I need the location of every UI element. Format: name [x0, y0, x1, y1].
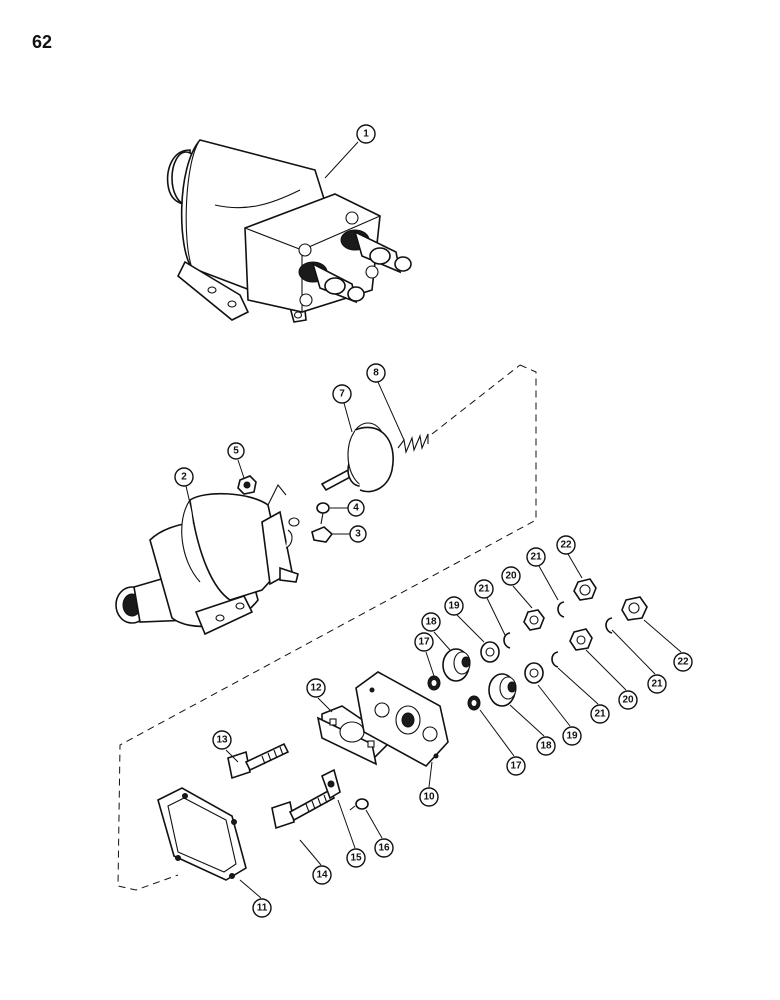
callout-label: 21	[530, 552, 542, 563]
solenoid-body-illustration	[115, 483, 299, 636]
callout-label: 20	[622, 695, 634, 706]
terminal-15-illustration	[321, 768, 341, 800]
callout-7: 7	[332, 384, 352, 404]
callout-5: 5	[227, 442, 245, 460]
callout-18b: 18	[536, 736, 556, 756]
insulator-10-illustration	[355, 671, 449, 768]
callout-label: 15	[350, 853, 362, 864]
callout-label: 22	[560, 540, 572, 551]
callout-21d: 21	[647, 674, 667, 694]
callout-label: 12	[310, 683, 322, 694]
callout-17a: 17	[414, 632, 434, 652]
callout-8: 8	[366, 363, 386, 383]
clip-3-illustration	[311, 526, 334, 543]
callout-19b: 19	[562, 726, 582, 746]
callout-label: 3	[355, 529, 361, 540]
callout-17b: 17	[506, 756, 526, 776]
callout-label: 7	[339, 389, 345, 400]
callout-label: 8	[373, 368, 379, 379]
nut-5-illustration	[237, 475, 257, 495]
callout-3: 3	[349, 525, 367, 543]
callout-21a: 21	[474, 579, 494, 599]
spring-8-illustration	[397, 433, 429, 454]
callout-label: 19	[448, 601, 460, 612]
callout-label: 13	[216, 735, 228, 746]
callout-label: 5	[233, 446, 239, 457]
bolt-14-illustration	[271, 788, 336, 830]
callout-22a: 22	[556, 535, 576, 555]
callout-label: 21	[594, 709, 606, 720]
callout-label: 4	[353, 503, 359, 514]
callout-21b: 21	[526, 547, 546, 567]
plate-12-illustration	[316, 705, 394, 766]
callout-4: 4	[347, 499, 365, 517]
page-number: 62	[32, 32, 53, 52]
callout-12: 12	[306, 678, 326, 698]
callout-14: 14	[312, 865, 332, 885]
callout-22b: 22	[673, 652, 693, 672]
callout-label: 16	[378, 843, 390, 854]
callout-label: 21	[651, 679, 663, 690]
spring-leader-dash	[431, 364, 521, 435]
callout-label: 2	[181, 472, 187, 483]
callout-16: 16	[374, 838, 394, 858]
callout-label: 18	[540, 741, 552, 752]
callout-13: 13	[212, 730, 232, 750]
callout-11: 11	[252, 898, 272, 918]
callout-label: 10	[423, 792, 435, 803]
callout-label: 22	[677, 657, 689, 668]
leader-lines	[185, 141, 682, 899]
callout-2: 2	[174, 467, 194, 487]
small-terminal-illustration	[288, 517, 300, 527]
exploded-group-outline	[117, 364, 537, 891]
callout-20a: 20	[501, 566, 521, 586]
screw-16-illustration	[349, 798, 369, 811]
callout-21c: 21	[590, 704, 610, 724]
callout-label: 21	[478, 584, 490, 595]
bolt-13-illustration	[227, 742, 290, 780]
callout-label: 17	[510, 761, 522, 772]
callout-15: 15	[346, 848, 366, 868]
callout-20b: 20	[618, 690, 638, 710]
callout-label: 17	[418, 637, 430, 648]
callout-label: 20	[505, 571, 517, 582]
callout-label: 18	[425, 617, 437, 628]
screw-4-illustration	[316, 502, 330, 525]
callout-19a: 19	[444, 596, 464, 616]
gasket-11-illustration	[157, 787, 247, 881]
callout-label: 1	[363, 129, 369, 140]
callout-1: 1	[356, 124, 376, 144]
hardware-row-upper	[427, 578, 597, 691]
callout-10: 10	[419, 787, 439, 807]
callout-label: 11	[257, 903, 268, 914]
hardware-row-lower	[467, 596, 648, 711]
solenoid-assembly-illustration	[166, 139, 412, 323]
callout-label: 19	[566, 731, 578, 742]
callout-18a: 18	[421, 612, 441, 632]
callout-label: 14	[316, 870, 328, 881]
plunger-7-illustration	[320, 422, 394, 493]
